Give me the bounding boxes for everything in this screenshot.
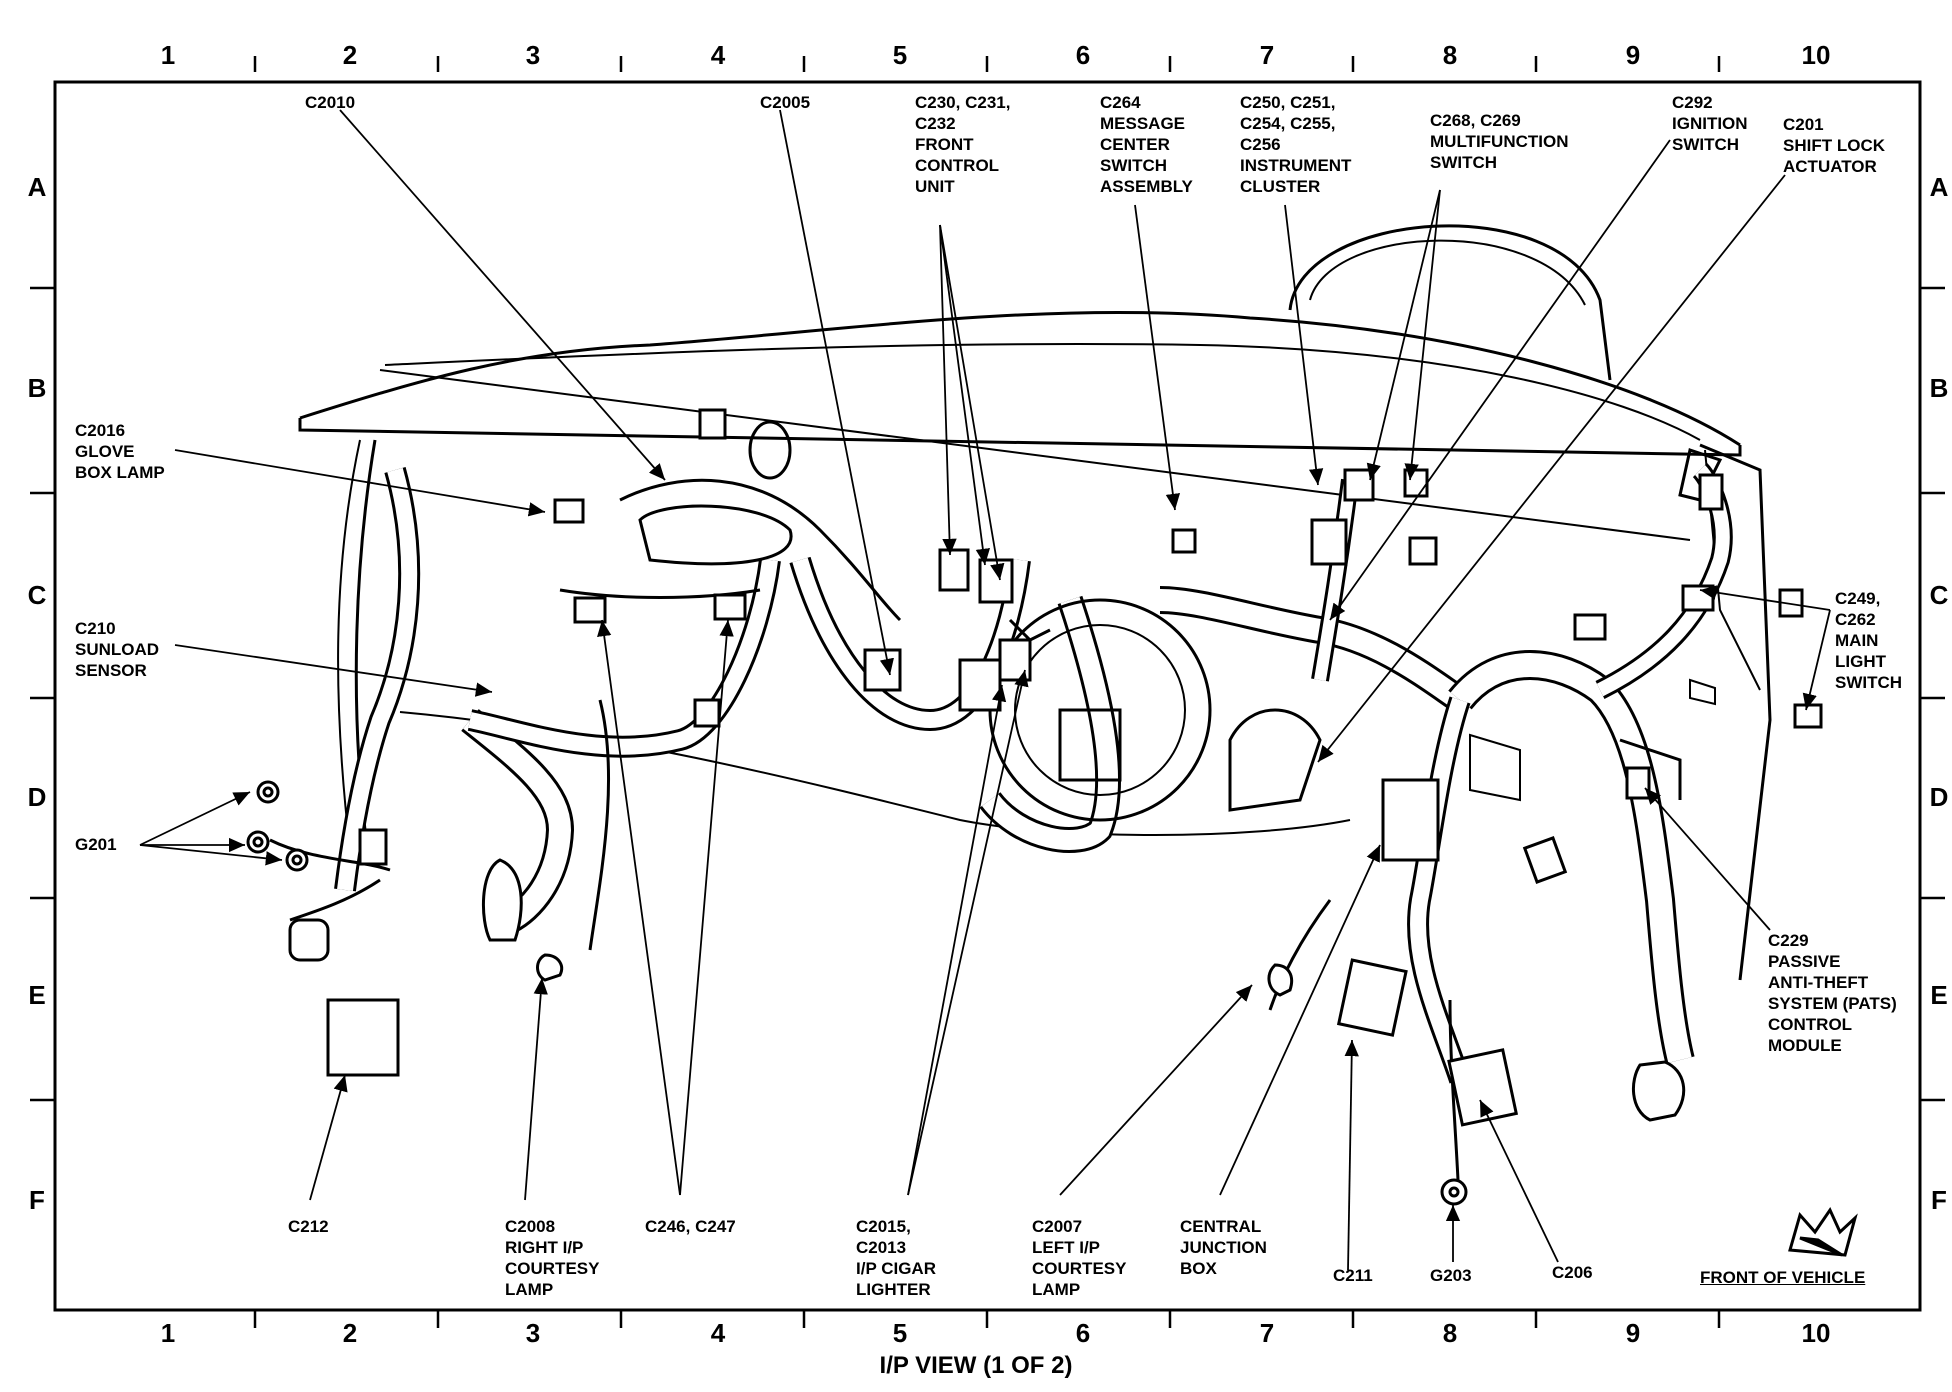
column-label-top-10: 10 (1801, 40, 1831, 70)
column-label-top-5: 5 (892, 40, 908, 70)
terminals (246, 780, 1686, 1206)
callout-ignition-switch: C292 IGNITION SWITCH (1672, 93, 1748, 154)
column-label-bottom-5: 5 (892, 1318, 908, 1348)
callout-g203: G203 (1430, 1266, 1472, 1285)
row-label-left-c: C (27, 580, 47, 610)
row-label-left-e: E (28, 980, 46, 1010)
column-label-top-2: 2 (342, 40, 358, 70)
column-label-bottom-9: 9 (1625, 1318, 1641, 1348)
column-label-bottom-3: 3 (525, 1318, 541, 1348)
row-label-right-f: F (1931, 1185, 1947, 1215)
column-label-bottom-10: 10 (1801, 1318, 1831, 1348)
column-label-bottom-2: 2 (342, 1318, 358, 1348)
row-label-left-b: B (27, 373, 47, 403)
callout-instrument-cluster: C250, C251, C254, C255, C256 INSTRUMENT … (1240, 93, 1352, 196)
row-label-left-a: A (27, 172, 47, 202)
callout-multifunction-switch: C268, C269 MULTIFUNCTION SWITCH (1430, 111, 1569, 172)
callout-g201: G201 (75, 835, 117, 854)
callout-main-light-switch: C249, C262 MAIN LIGHT SWITCH (1835, 589, 1903, 692)
callout-c212: C212 (288, 1217, 329, 1236)
column-label-top-7: 7 (1259, 40, 1275, 70)
row-dividers (30, 286, 1945, 1102)
front-of-vehicle-label: FRONT OF VEHICLE (1700, 1268, 1866, 1287)
front-of-vehicle-symbol (1788, 1206, 1858, 1257)
callout-shift-lock-actuator: C201 SHIFT LOCK ACTUATOR (1783, 115, 1885, 176)
instrument-panel-outline (298, 224, 1772, 981)
diagram-title: I/P VIEW (1 OF 2) (879, 1352, 1073, 1379)
callout-c2005: C2005 (760, 93, 811, 112)
column-label-bottom-8: 8 (1442, 1318, 1458, 1348)
callout-c206: C206 (1552, 1263, 1593, 1282)
column-label-top-1: 1 (160, 40, 176, 70)
harness-components (638, 420, 1723, 822)
callout-front-control-unit: C230, C231, C232 FRONT CONTROL UNIT (915, 93, 1011, 196)
row-label-right-c: C (1929, 580, 1949, 610)
column-label-bottom-6: 6 (1075, 1318, 1091, 1348)
row-label-right-d: D (1929, 782, 1949, 812)
row-label-left-f: F (29, 1185, 45, 1215)
column-dividers (253, 56, 1721, 1328)
column-label-top-9: 9 (1625, 40, 1641, 70)
callout-glove-box-lamp: C2016 GLOVE BOX LAMP (75, 421, 165, 482)
callout-sunload-sensor: C210 SUNLOAD SENSOR (75, 619, 160, 680)
row-label-right-a: A (1929, 172, 1949, 202)
column-label-bottom-1: 1 (160, 1318, 176, 1348)
column-label-top-4: 4 (710, 40, 726, 70)
callout-left-courtesy-lamp: C2007 LEFT I/P COURTESY LAMP (1032, 1217, 1127, 1299)
connectors (288, 408, 1823, 1127)
callout-message-center: C264 MESSAGE CENTER SWITCH ASSEMBLY (1100, 93, 1193, 196)
callout-right-courtesy-lamp: C2008 RIGHT I/P COURTESY LAMP (505, 1217, 600, 1299)
leader-lines (139, 109, 1831, 1271)
callout-pats-module: C229 PASSIVE ANTI-THEFT SYSTEM (PATS) CO… (1768, 931, 1897, 1055)
row-label-right-b: B (1929, 373, 1949, 403)
callout-c211: C211 (1333, 1266, 1373, 1285)
column-label-top-3: 3 (525, 40, 541, 70)
callout-c2010: C2010 (305, 93, 356, 112)
row-label-left-d: D (27, 782, 47, 812)
callout-cigar-lighter: C2015, C2013 I/P CIGAR LIGHTER (856, 1217, 936, 1299)
column-label-bottom-4: 4 (710, 1318, 726, 1348)
column-label-bottom-7: 7 (1259, 1318, 1275, 1348)
column-label-top-6: 6 (1075, 40, 1091, 70)
callout-c246-c247: C246, C247 (645, 1217, 736, 1236)
row-label-right-e: E (1930, 980, 1948, 1010)
callout-central-junction-box: CENTRAL JUNCTION BOX (1180, 1217, 1267, 1278)
column-label-top-8: 8 (1442, 40, 1458, 70)
